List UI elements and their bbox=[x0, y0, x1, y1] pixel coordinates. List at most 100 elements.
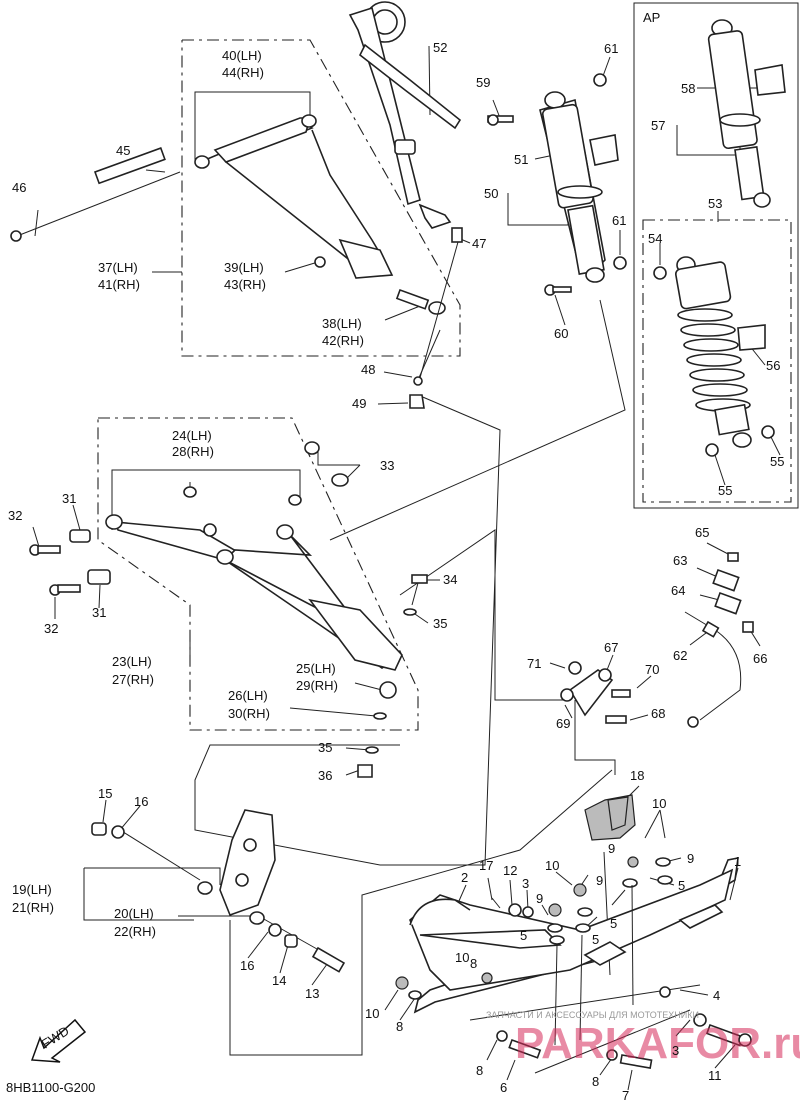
label-10a: 10 bbox=[545, 858, 559, 873]
ball-joint-upper bbox=[395, 288, 446, 315]
label-39: 39(LH) bbox=[224, 260, 264, 275]
label-32b: 32 bbox=[44, 621, 58, 636]
label-25: 25(LH) bbox=[296, 661, 336, 676]
label-35a: 35 bbox=[433, 616, 447, 631]
label-55a: 55 bbox=[770, 454, 784, 469]
label-65: 65 bbox=[695, 525, 709, 540]
fwd-arrow-icon bbox=[30, 1018, 87, 1063]
watermark-main: PARKAFOR.ru bbox=[515, 1019, 800, 1068]
lower-arm-group-frame bbox=[97, 417, 419, 731]
label-60: 60 bbox=[554, 326, 568, 341]
label-15: 15 bbox=[98, 786, 112, 801]
shock-absorber bbox=[539, 91, 619, 283]
ski-saddle bbox=[584, 794, 636, 841]
ap-panel-frame bbox=[633, 2, 799, 509]
label-38: 38(LH) bbox=[322, 316, 362, 331]
label-9c: 9 bbox=[608, 841, 615, 856]
label-23: 23(LH) bbox=[112, 654, 152, 669]
label-9a: 9 bbox=[536, 891, 543, 906]
label-9d: 9 bbox=[687, 851, 694, 866]
ap-shock-upper bbox=[707, 19, 786, 208]
label-33: 33 bbox=[380, 458, 394, 473]
lower-a-arm bbox=[29, 441, 428, 778]
label-19: 19(LH) bbox=[12, 882, 52, 897]
tie-rod-linkage bbox=[560, 552, 754, 728]
label-70: 70 bbox=[645, 662, 659, 677]
label-62: 62 bbox=[673, 648, 687, 663]
ap-shock-group-frame bbox=[642, 219, 792, 503]
label-3b: 3 bbox=[672, 1043, 679, 1058]
label-24: 24(LH) bbox=[172, 428, 212, 443]
label-34: 34 bbox=[443, 572, 457, 587]
label-61b: 61 bbox=[612, 213, 626, 228]
label-44: 44(RH) bbox=[222, 65, 264, 80]
watermark-sub: ЗАПЧАСТИ И АКСЕССУАРЫ ДЛЯ МОТОТЕХНИКИ bbox=[486, 1010, 699, 1020]
label-29: 29(RH) bbox=[296, 678, 338, 693]
label-8a: 8 bbox=[396, 1019, 403, 1034]
ap-panel-label: AP bbox=[643, 10, 660, 25]
callout-labels: AP FWD 8HB1100-G200 1 2 3 3 4 5 5 5 5 6 … bbox=[6, 10, 784, 1101]
label-66: 66 bbox=[753, 651, 767, 666]
label-8b: 8 bbox=[470, 956, 477, 971]
label-59: 59 bbox=[476, 75, 490, 90]
label-12: 12 bbox=[503, 863, 517, 878]
label-16b: 16 bbox=[240, 958, 254, 973]
label-58: 58 bbox=[681, 81, 695, 96]
label-48: 48 bbox=[361, 362, 375, 377]
label-43: 43(RH) bbox=[224, 277, 266, 292]
ski-hardware bbox=[395, 856, 752, 1070]
label-67: 67 bbox=[604, 640, 618, 655]
label-45: 45 bbox=[116, 143, 130, 158]
label-56: 56 bbox=[766, 358, 780, 373]
label-51: 51 bbox=[514, 152, 528, 167]
label-14: 14 bbox=[272, 973, 286, 988]
label-52: 52 bbox=[433, 40, 447, 55]
label-16a: 16 bbox=[134, 794, 148, 809]
label-46: 46 bbox=[12, 180, 26, 195]
label-8d: 8 bbox=[592, 1074, 599, 1089]
label-69: 69 bbox=[556, 716, 570, 731]
label-5a: 5 bbox=[520, 928, 527, 943]
label-20: 20(LH) bbox=[114, 906, 154, 921]
label-22: 22(RH) bbox=[114, 924, 156, 939]
label-63: 63 bbox=[673, 553, 687, 568]
label-68: 68 bbox=[651, 706, 665, 721]
label-5c: 5 bbox=[610, 916, 617, 931]
label-28: 28(RH) bbox=[172, 444, 214, 459]
label-1: 1 bbox=[734, 854, 741, 869]
ski-spindle bbox=[91, 809, 346, 973]
label-27: 27(RH) bbox=[112, 672, 154, 687]
label-49: 49 bbox=[352, 396, 366, 411]
label-57: 57 bbox=[651, 118, 665, 133]
label-55b: 55 bbox=[718, 483, 732, 498]
label-21: 21(RH) bbox=[12, 900, 54, 915]
diagram-code: 8HB1100-G200 bbox=[6, 1080, 95, 1095]
label-42: 42(RH) bbox=[322, 333, 364, 348]
label-31b: 31 bbox=[92, 605, 106, 620]
label-8c: 8 bbox=[476, 1063, 483, 1078]
label-13: 13 bbox=[305, 986, 319, 1001]
label-17: 17 bbox=[479, 858, 493, 873]
label-32a: 32 bbox=[8, 508, 22, 523]
label-6: 6 bbox=[500, 1080, 507, 1095]
label-10b: 10 bbox=[652, 796, 666, 811]
upper-arm-group-frame bbox=[181, 39, 461, 357]
label-31a: 31 bbox=[62, 491, 76, 506]
label-3: 3 bbox=[522, 876, 529, 891]
label-5b: 5 bbox=[592, 932, 599, 947]
label-26: 26(LH) bbox=[228, 688, 268, 703]
label-53: 53 bbox=[708, 196, 722, 211]
label-30: 30(RH) bbox=[228, 706, 270, 721]
label-71: 71 bbox=[527, 656, 541, 671]
hardware-bolts bbox=[409, 73, 627, 409]
label-47: 47 bbox=[472, 236, 486, 251]
label-36: 36 bbox=[318, 768, 332, 783]
label-4: 4 bbox=[713, 988, 720, 1003]
label-37: 37(LH) bbox=[98, 260, 138, 275]
label-10c: 10 bbox=[455, 950, 469, 965]
ski bbox=[409, 856, 739, 1074]
label-18: 18 bbox=[630, 768, 644, 783]
watermark: PARKAFOR.ru ЗАПЧАСТИ И АКСЕССУАРЫ ДЛЯ МО… bbox=[486, 1010, 800, 1068]
